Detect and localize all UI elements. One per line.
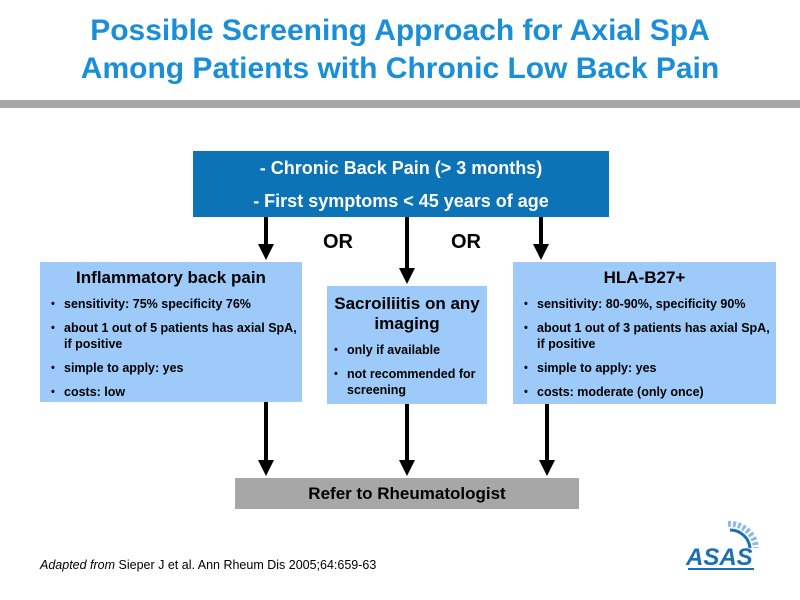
slide-title: Possible Screening Approach for Axial Sp… [0,12,800,88]
bullet-icon: • [524,362,528,374]
citation-source: Sieper J et al. Ann Rheum Dis 2005;64:65… [115,558,377,572]
list-item: • about 1 out of 3 patients has axial SpA… [517,320,776,352]
or-label-left: OR [323,231,353,253]
criteria-box: - Chronic Back Pain (> 3 months) - First… [193,151,609,217]
bullet-list: • only if available • not recommended for … [327,342,487,398]
box-heading: Sacroiliitis on any imaging [334,294,480,333]
bullet-text: sensitivity: 80-90%, specificity 90% [537,297,746,311]
list-item: • about 1 out of 5 patients has axial SpA… [44,320,302,352]
bullet-icon: • [524,298,528,310]
bullet-text: costs: moderate (only once) [537,385,704,399]
list-item: • only if available [327,342,487,358]
bullet-icon: • [334,368,338,380]
bullet-list: • sensitivity: 80-90%, specificity 90% • a… [513,296,776,400]
bullet-icon: • [524,386,528,398]
bullet-text: simple to apply: yes [64,361,184,375]
list-item: • sensitivity: 75% specificity 76% [44,296,302,312]
criteria-back-pain: - Chronic Back Pain (> 3 months) [259,158,543,178]
refer-to-rheumatologist-box: Refer to Rheumatologist [235,478,579,509]
bullet-list: • sensitivity: 75% specificity 76% • about… [40,296,302,400]
list-item: • simple to apply: yes [517,360,776,376]
hla-b27-box: HLA-B27+ • sensitivity: 80-90%, specifici… [513,262,776,404]
list-item: • not recommended for screening [327,366,487,398]
bullet-icon: • [51,298,55,310]
bullet-icon: • [51,386,55,398]
list-item: • simple to apply: yes [44,360,302,376]
asas-logo-text: ASAS [685,544,753,571]
bullet-text: costs: low [64,385,126,399]
bullet-text: sensitivity: 75% specificity 76% [64,297,251,311]
bullet-text: not recommended for screening [347,367,476,397]
criteria-age: - First symptoms < 45 years of age [253,191,549,211]
title-line-1: Possible Screening Approach for Axial Sp… [90,14,710,47]
bullet-icon: • [51,362,55,374]
asas-logo: ASAS [685,520,759,571]
list-item: • sensitivity: 80-90%, specificity 90% [517,296,776,312]
or-label-right: OR [451,231,481,253]
bullet-icon: • [334,344,338,356]
bullet-text: only if available [347,343,441,357]
citation: Adapted from Sieper J et al. Ann Rheum D… [40,558,376,572]
bullet-text: about 1 out of 5 patients has axial SpA,… [64,321,297,351]
bullet-text: about 1 out of 3 patients has axial SpA,… [537,321,770,351]
box-heading: HLA-B27+ [603,268,686,287]
bullet-icon: • [51,322,55,334]
sacroiliitis-imaging-box: Sacroiliitis on any imaging • only if ava… [327,286,487,404]
bullet-text: simple to apply: yes [537,361,657,375]
box-heading: Inflammatory back pain [76,268,266,287]
title-divider [0,100,800,108]
title-line-2: Among Patients with Chronic Low Back Pai… [80,52,720,85]
list-item: • costs: low [44,384,302,400]
list-item: • costs: moderate (only once) [517,384,776,400]
citation-prefix: Adapted from [40,558,116,572]
bullet-icon: • [524,322,528,334]
inflammatory-back-pain-box: Inflammatory back pain • sensitivity: 75%… [40,262,302,402]
